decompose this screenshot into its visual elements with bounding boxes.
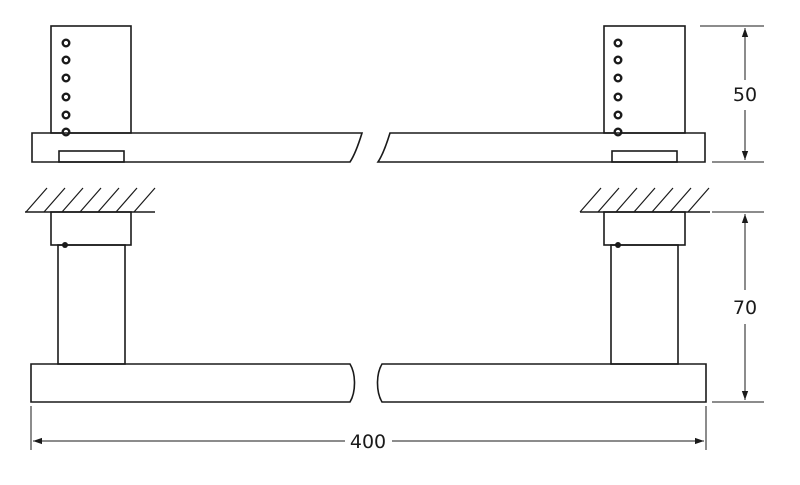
side-view: [25, 187, 710, 403]
left-bracket-slot: [58, 150, 125, 163]
right-mount-base: [603, 211, 686, 246]
dim-label-50: 50: [733, 84, 757, 106]
right-screw-holes: [613, 38, 623, 137]
right-set-screw: [615, 242, 621, 248]
left-wall-hatch: [25, 187, 156, 213]
bar-top-right-segment: [376, 132, 706, 163]
right-bracket-slot: [611, 150, 678, 163]
dimension-height-top: 50: [700, 25, 764, 163]
dimension-length: 400: [30, 406, 707, 453]
dim-label-400: 400: [350, 431, 386, 453]
left-mount-post: [57, 244, 126, 365]
bar-top-left-segment: [31, 132, 364, 163]
right-mount-post: [610, 244, 679, 365]
dim-label-70: 70: [733, 297, 757, 319]
bar-side-right-segment: [376, 363, 707, 403]
top-view: [31, 25, 706, 163]
left-screw-holes: [61, 38, 71, 137]
dimension-height-bottom: 70: [712, 211, 764, 403]
right-wall-hatch: [579, 187, 710, 213]
left-set-screw: [62, 242, 68, 248]
bar-side-left-segment: [30, 363, 356, 403]
left-mount-base: [50, 211, 132, 246]
